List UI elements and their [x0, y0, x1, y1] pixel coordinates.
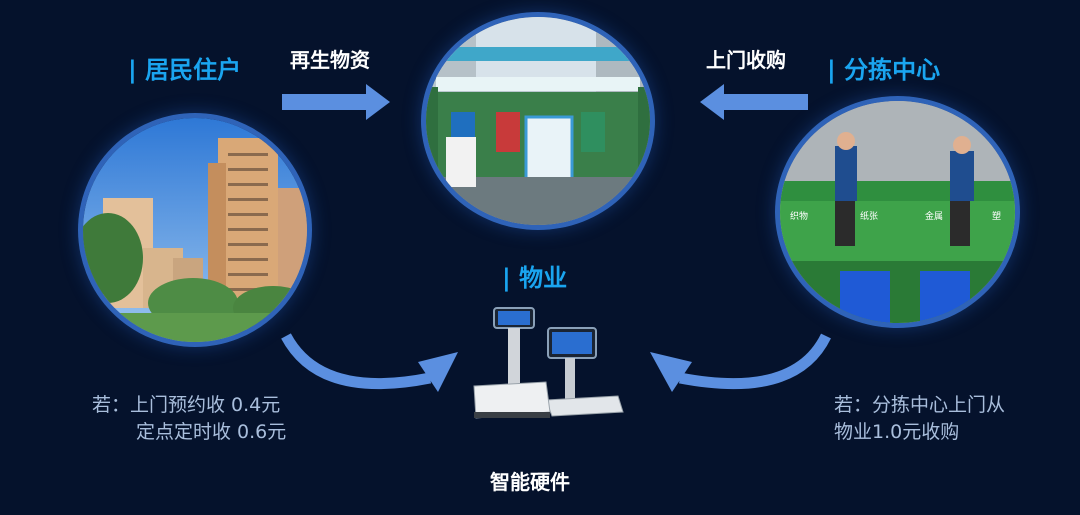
left-arrow — [700, 84, 808, 120]
curved-arrow-left — [281, 333, 458, 392]
sorting-center-photo: 织物 纸张 金属 塑 — [775, 96, 1020, 328]
door-purchase-label: 上门收购 — [706, 48, 786, 72]
sorting-center-heading: | 分拣中心 — [827, 56, 941, 84]
recycling-station-photo — [421, 12, 655, 230]
property-heading: | 物业 — [502, 264, 568, 292]
left-note-line1: 若：上门预约收 0.4元 — [92, 394, 281, 416]
label-fabric: 织物 — [790, 210, 808, 222]
right-arrow — [282, 84, 390, 120]
right-note-line1: 若：分拣中心上门从 — [834, 394, 1006, 416]
left-note-line2: 定点定时收 0.6元 — [136, 421, 287, 443]
residents-heading: | 居民住户 — [128, 56, 242, 84]
smart-hardware-label: 智能硬件 — [490, 470, 570, 494]
label-plastic: 塑 — [992, 211, 1001, 222]
residential-photo — [78, 113, 312, 347]
smart-scale-image — [473, 307, 624, 419]
curved-arrow-right — [650, 333, 831, 392]
label-paper: 纸张 — [860, 210, 878, 222]
recyclables-label: 再生物资 — [290, 48, 370, 72]
right-note-line2: 物业1.0元收购 — [834, 421, 960, 443]
label-metal: 金属 — [925, 210, 943, 222]
